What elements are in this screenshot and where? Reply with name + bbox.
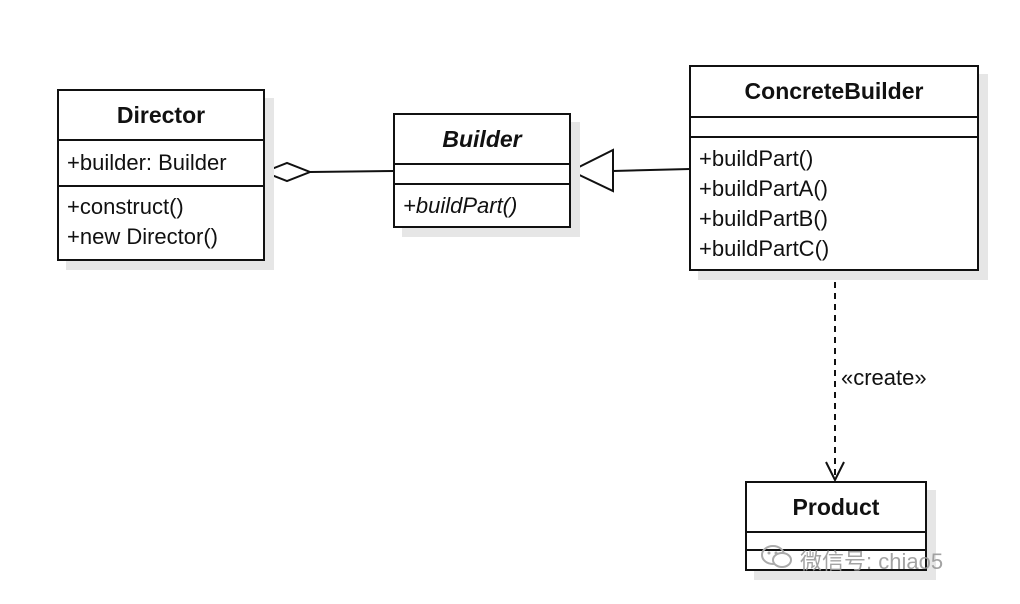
operation: +buildPartA() — [699, 176, 829, 201]
operation: +buildPart() — [699, 146, 814, 171]
attributes-compartment — [395, 165, 569, 185]
operations-compartment: +construct() +new Director() — [59, 187, 263, 254]
class-name: Builder — [395, 115, 569, 165]
operations-compartment: +buildPart() — [395, 185, 569, 223]
class-name: Product — [747, 483, 925, 533]
operation: +new Director() — [67, 224, 218, 249]
class-concrete-builder: ConcreteBuilder +buildPart() +buildPartA… — [689, 65, 979, 271]
class-product: Product — [745, 481, 927, 571]
generalization-line — [612, 168, 691, 172]
operation: +buildPartB() — [699, 206, 829, 231]
operations-compartment: +buildPart() +buildPartA() +buildPartB()… — [691, 138, 977, 266]
aggregation-diamond-icon — [261, 161, 313, 183]
attributes-compartment: +builder: Builder — [59, 141, 263, 187]
create-stereotype-label: «create» — [841, 365, 927, 390]
wechat-icon — [761, 545, 792, 568]
attributes-compartment — [691, 118, 977, 138]
generalization-triangle-icon — [568, 148, 614, 193]
class-name: Director — [59, 91, 263, 141]
attributes-compartment — [747, 533, 925, 551]
attribute: +builder: Builder — [67, 150, 227, 175]
open-arrowhead-icon — [825, 461, 845, 483]
class-name: ConcreteBuilder — [691, 67, 977, 118]
operation: +construct() — [67, 194, 184, 219]
class-builder: Builder +buildPart() — [393, 113, 571, 228]
watermark-text: 微信号: chiao5 — [800, 549, 944, 574]
operation: +buildPartC() — [699, 236, 830, 261]
operation: +buildPart() — [403, 193, 518, 218]
aggregation-line — [309, 170, 395, 173]
class-director: Director +builder: Builder +construct() … — [57, 89, 265, 261]
